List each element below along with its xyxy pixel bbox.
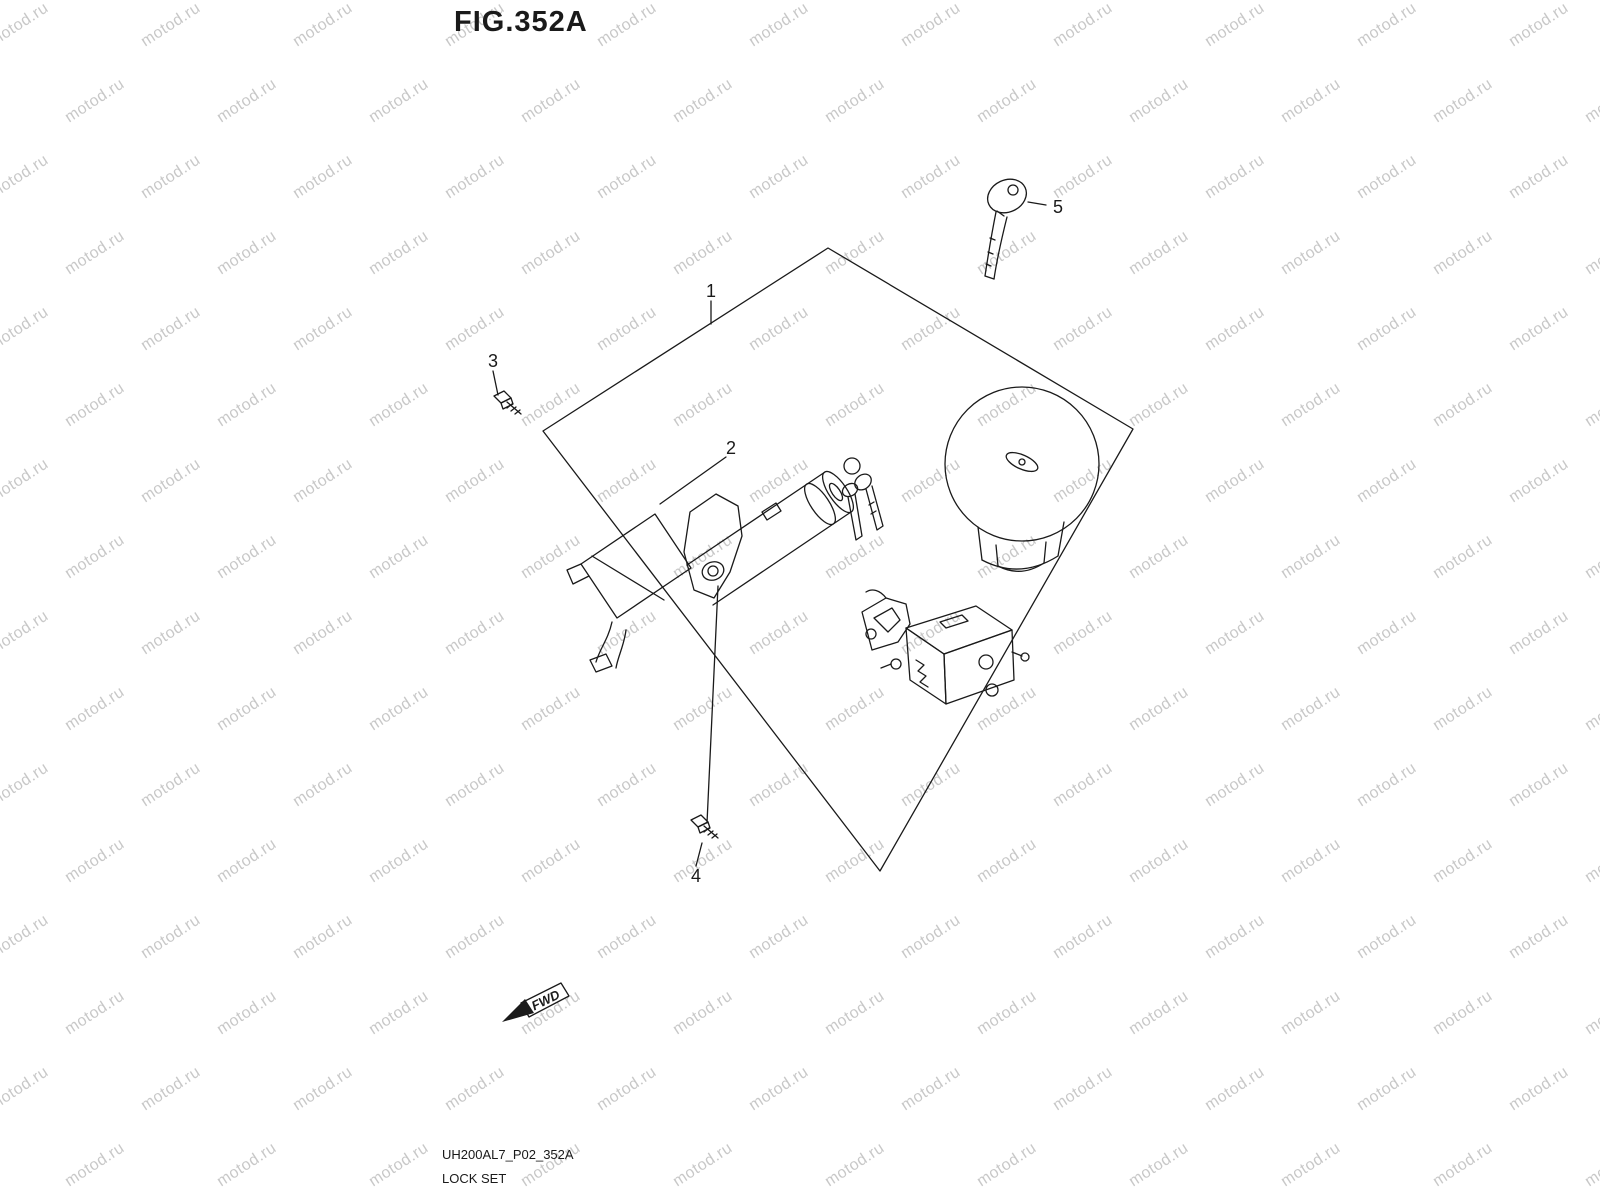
figure-caption: LOCK SET [442, 1171, 507, 1186]
figure-code: UH200AL7_P02_352A [442, 1147, 574, 1162]
group-box-outline [542, 247, 1134, 872]
ignition-switch-part [566, 457, 884, 673]
screw-head [690, 814, 709, 828]
key-head-hole [1007, 184, 1019, 196]
screw-4-part [690, 814, 719, 839]
fuel-cap-part [944, 386, 1100, 572]
leader-5 [1027, 201, 1047, 206]
key-ring [843, 457, 861, 475]
leader-lines [492, 201, 1047, 867]
leader-2 [659, 456, 727, 505]
seat-lock-part [861, 589, 1030, 705]
fwd-arrow-head [502, 999, 534, 1022]
figure-title: FIG.352A [454, 6, 588, 38]
switch-housing [580, 513, 692, 619]
screw-3-part [493, 390, 522, 415]
key-part [984, 178, 1027, 280]
leader-4 [695, 842, 703, 867]
callout-4: 4 [690, 866, 702, 886]
callout-1: 1 [705, 281, 717, 301]
leader-3 [492, 370, 499, 396]
leader-4-long [706, 585, 719, 824]
callout-3: 3 [487, 351, 499, 371]
callout-2: 2 [725, 438, 737, 458]
mount-bracket [683, 493, 743, 599]
callout-5: 5 [1052, 197, 1064, 217]
fwd-arrow: FWD [502, 982, 570, 1022]
screw-head [493, 390, 512, 404]
